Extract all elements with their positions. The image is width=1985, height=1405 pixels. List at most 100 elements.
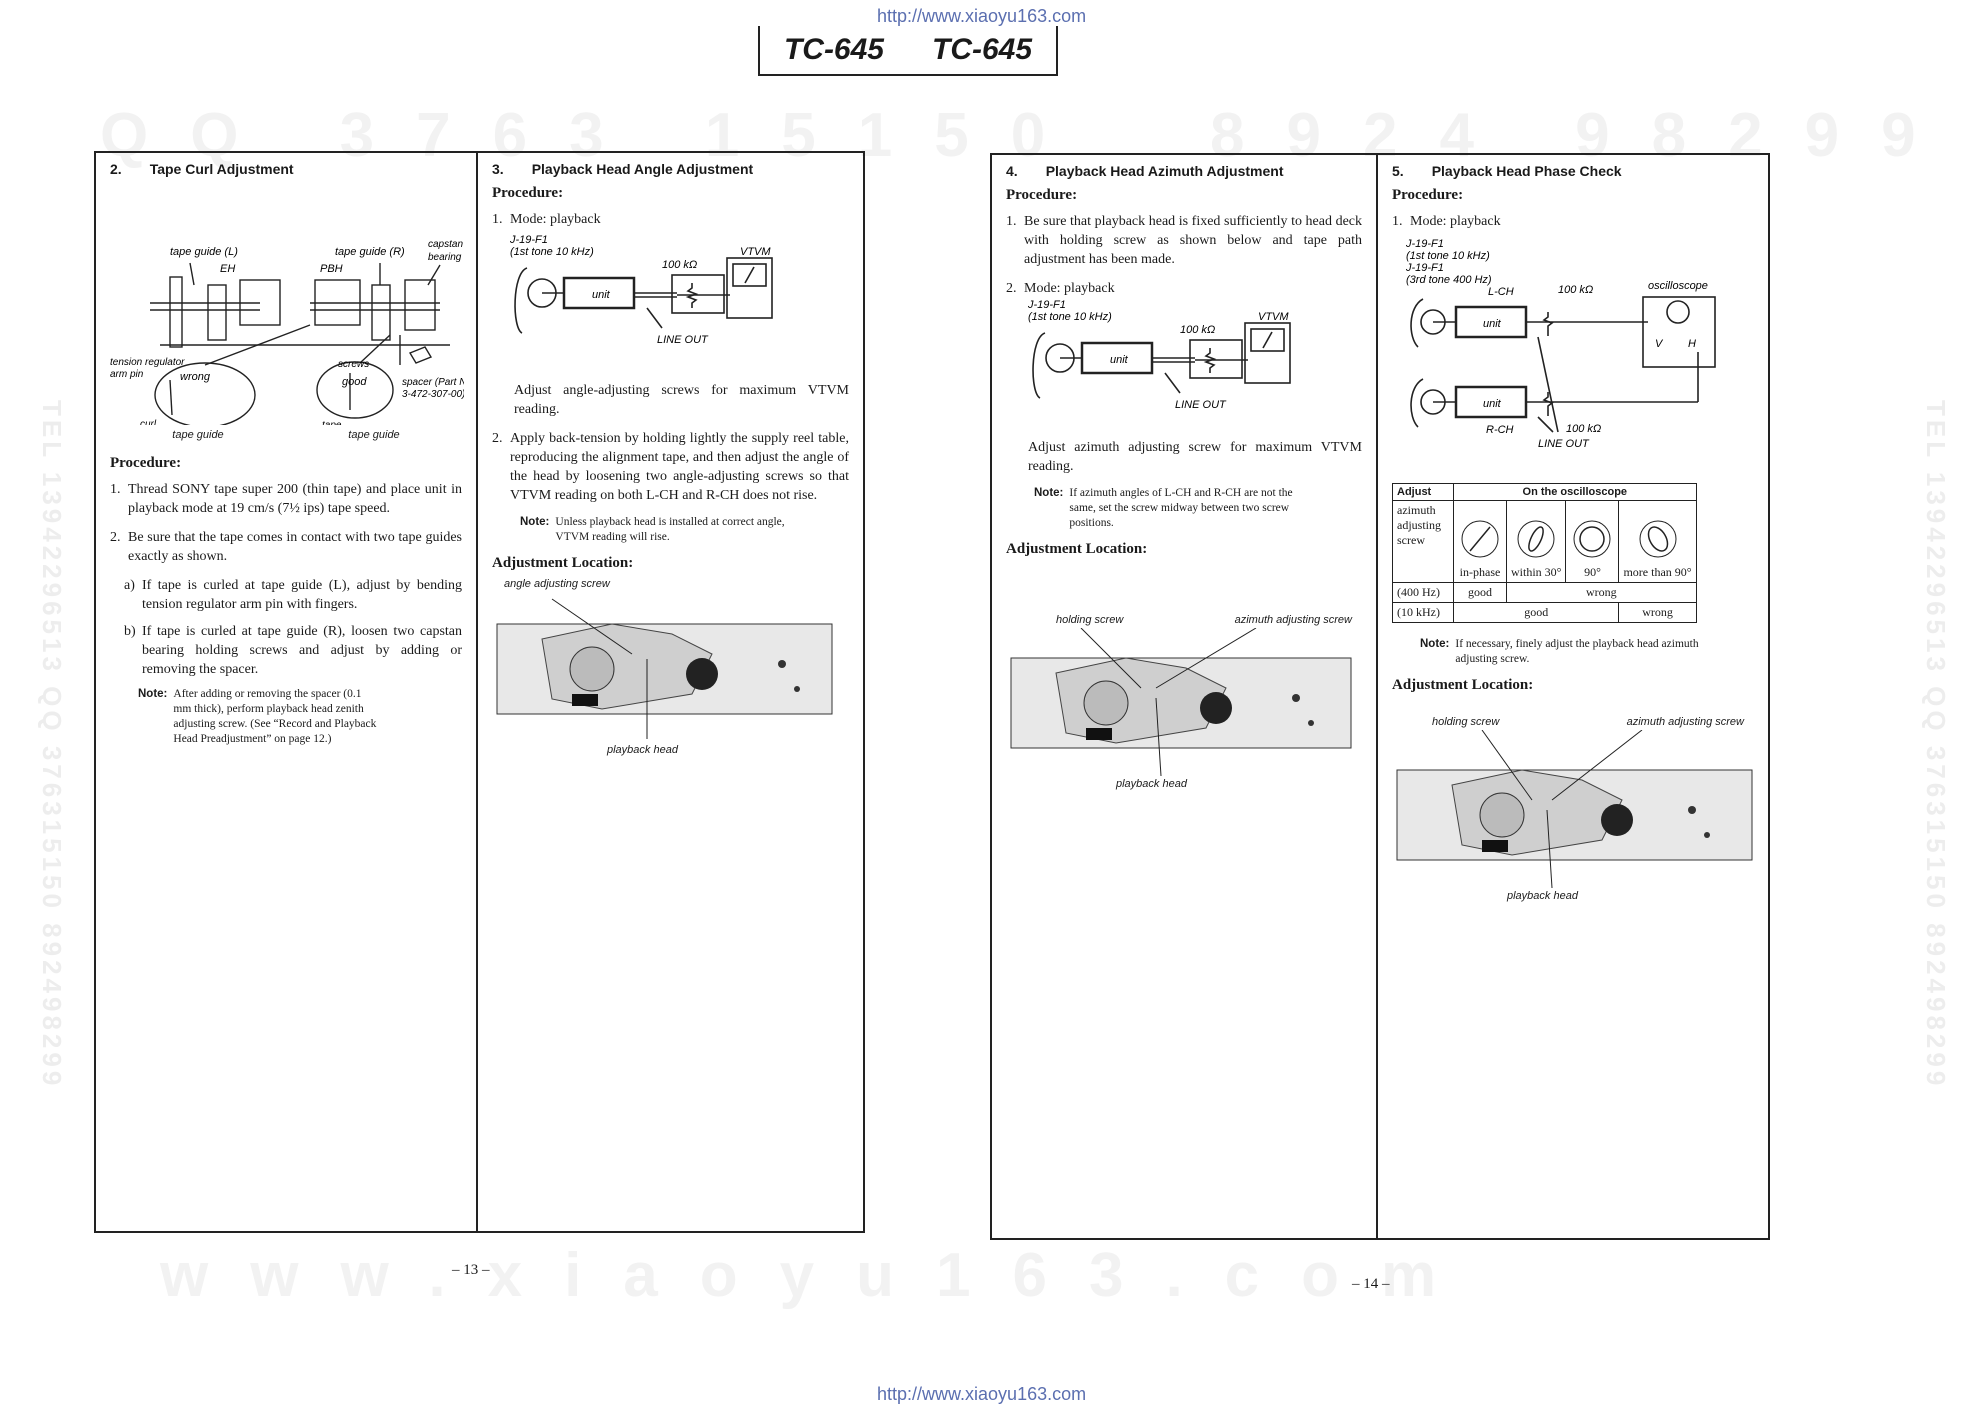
row-10khz-good: good [1452, 602, 1620, 623]
step-2: 2.Apply back-tension by holding lightly … [492, 431, 849, 503]
section-azimuth: 4. Playback Head Azimuth Adjustment Proc… [992, 155, 1378, 1238]
oscilloscope-table: Adjust On the oscilloscope azimuth adjus… [1392, 483, 1697, 623]
label-azimuth-screw: azimuth adjusting screw [1234, 614, 1352, 626]
label-playback-head: playback head [1116, 778, 1187, 790]
step-1: 1.Mode: playback [1392, 214, 1501, 229]
label-screws: screws [338, 359, 369, 370]
model-left: TC-645 [783, 33, 884, 66]
deck-photo [1010, 628, 1352, 777]
pattern-in-phase: in-phase [1453, 500, 1507, 583]
caption-within-30: within 30° [1511, 565, 1562, 579]
label-spacer-1: spacer (Part No. [402, 377, 464, 388]
step-1: 1.Be sure that playback head is fixed su… [1006, 214, 1362, 267]
label-eh: EH [220, 263, 235, 275]
label-rch: R-CH [1486, 424, 1514, 436]
section-number: 3. [492, 161, 504, 177]
label-unit: unit [1110, 354, 1129, 366]
page-14-panel: 4. Playback Head Azimuth Adjustment Proc… [990, 153, 1770, 1240]
label-h: H [1688, 338, 1696, 350]
label-lch: L-CH [1488, 286, 1514, 298]
adjust-instruction: Adjust azimuth adjusting screw for maxim… [1028, 440, 1362, 474]
section-heading: Tape Curl Adjustment [149, 161, 294, 177]
pattern-circle-icon [1573, 520, 1611, 558]
pattern-narrow-ellipse-icon [1517, 520, 1555, 558]
step-2: 2.Mode: playback [1006, 281, 1115, 296]
deck-photo [1396, 730, 1753, 889]
section-title: 5. Playback Head Phase Check [1392, 163, 1754, 179]
pattern-line-icon [1461, 520, 1499, 558]
model-right: TC-645 [932, 33, 1033, 66]
section-number: 2. [110, 161, 122, 177]
procedure-steps: 1.Mode: playback [1392, 212, 1754, 231]
section-title: 4. Playback Head Azimuth Adjustment [1006, 163, 1362, 179]
caption-90: 90° [1584, 565, 1601, 579]
row-10khz-label: (10 kHz) [1392, 602, 1454, 623]
section-number: 4. [1006, 163, 1018, 179]
label-unit-top: unit [1483, 318, 1502, 330]
label-vtvm: VTVM [1258, 311, 1289, 323]
section-head-angle: 3. Playback Head Angle Adjustment Proced… [478, 153, 863, 1231]
top-url[interactable]: http://www.xiaoyu163.com [877, 6, 1087, 26]
vtvm-circuit: J-19-F1 (1st tone 10 kHz) 100 kΩ VTVM un… [509, 234, 773, 346]
watermark-side-right: TEL 13942296513 QQ 376315150 892498299 [1921, 400, 1951, 1090]
label-azimuth-screw: azimuth adjusting screw [1626, 716, 1744, 728]
label-tape: tape [322, 420, 342, 425]
photo-labels: holding screw azimuth adjusting screw [1432, 716, 1744, 728]
label-resistor: 100 kΩ [1180, 324, 1215, 336]
label-tape-2: (1st tone 10 kHz) [510, 246, 594, 258]
label-playback-head: playback head [1507, 890, 1578, 902]
adjustment-location-label: Adjustment Location: [492, 555, 634, 571]
label-playback-head: playback head [607, 744, 678, 756]
procedure-steps: 1.Be sure that playback head is fixed su… [1006, 212, 1362, 298]
label-tape-guide-l: tape guide (L) [170, 246, 238, 258]
section-heading: Playback Head Azimuth Adjustment [1045, 163, 1284, 179]
model-header: TC-645 TC-645 [758, 26, 1058, 76]
caption-tape-guide-a: tape guide [172, 429, 224, 441]
label-wrong: wrong [180, 371, 211, 383]
adjustment-location-label: Adjustment Location: [1392, 677, 1534, 693]
row-400hz-wrong: wrong [1506, 582, 1697, 603]
step-2: 2.Be sure that the tape comes in contact… [110, 530, 462, 564]
label-tape-2: (1st tone 10 kHz) [1406, 250, 1490, 262]
label-resistor: 100 kΩ [662, 259, 697, 271]
section-heading: Playback Head Angle Adjustment [531, 161, 754, 177]
procedure-label: Procedure: [1392, 187, 1464, 203]
step-1: 1.Thread SONY tape super 200 (thin tape)… [110, 482, 462, 516]
watermark-top-right: 8924 98299 [1210, 101, 1958, 170]
label-tape-guide-r: tape guide (R) [335, 246, 405, 258]
azimuth-screw-label: azimuth adjusting screw [1392, 500, 1454, 583]
page-number-14: – 14 – [1352, 1276, 1390, 1292]
watermark-bottom: www.xiaoyu163.com [160, 1241, 1479, 1310]
label-scope: oscilloscope [1648, 280, 1708, 292]
label-spacer-2: 3-472-307-00) [402, 389, 464, 400]
label-tape-3: J-19-F1 [1405, 262, 1444, 274]
page-13-panel: 2. Tape Curl Adjustment tape guide (L) E… [94, 151, 865, 1233]
procedure-label: Procedure: [492, 185, 564, 201]
section-title: 2. Tape Curl Adjustment [110, 161, 462, 177]
col-adjust: Adjust [1392, 483, 1454, 501]
label-tension-2: arm pin [110, 369, 144, 380]
note: Note:If azimuth angles of L-CH and R-CH … [1034, 487, 1293, 529]
label-line-out: LINE OUT [657, 334, 709, 346]
pattern-more-than-90: more than 90° [1618, 500, 1697, 583]
watermark-side-left: TEL 13942296513 QQ 376315150 892498299 [37, 400, 67, 1090]
procedure-label: Procedure: [1006, 187, 1078, 203]
pattern-wide-ellipse-icon [1639, 520, 1677, 558]
procedure-label: Procedure: [110, 455, 182, 471]
label-v: V [1655, 338, 1664, 350]
label-res-top: 100 kΩ [1558, 284, 1593, 296]
label-tape-2: (1st tone 10 kHz) [1028, 311, 1112, 323]
tape-curl-diagram: tape guide (L) EH tape guide (R) PBH cap… [110, 239, 464, 425]
section-title: 3. Playback Head Angle Adjustment [492, 161, 849, 177]
caption-more-than-90: more than 90° [1623, 565, 1692, 579]
row-400hz-label: (400 Hz) [1392, 582, 1454, 603]
label-holding-screw: holding screw [1056, 614, 1124, 626]
label-tape-1: J-19-F1 [1027, 299, 1066, 311]
bottom-url[interactable]: http://www.xiaoyu163.com [877, 1384, 1087, 1404]
adjustment-location-label: Adjustment Location: [1006, 541, 1148, 557]
label-curl-a: curl [140, 419, 157, 425]
note: Note:If necessary, finely adjust the pla… [1420, 638, 1699, 665]
pattern-90: 90° [1565, 500, 1620, 583]
row-10khz-wrong: wrong [1618, 602, 1697, 623]
section-tape-curl: 2. Tape Curl Adjustment tape guide (L) E… [96, 153, 478, 1231]
